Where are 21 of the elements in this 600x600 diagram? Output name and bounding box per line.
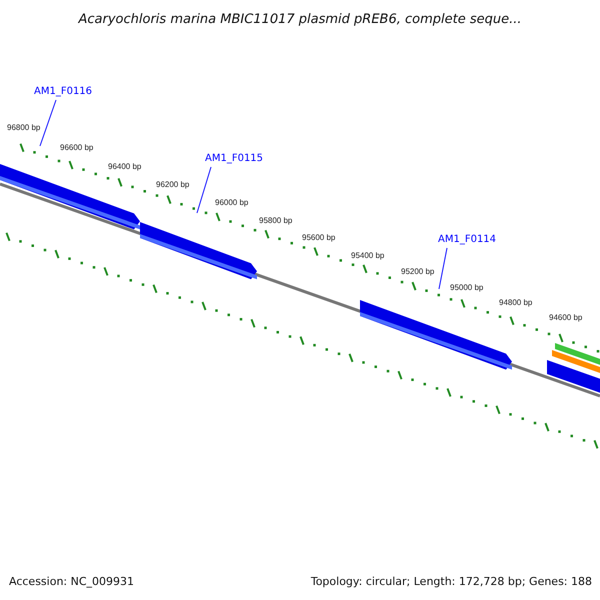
gene-label: AM1_F0116: [34, 84, 92, 99]
tick-label: 95200 bp: [401, 266, 434, 278]
gene-label: AM1_F0114: [438, 232, 496, 247]
tick-label: 96600 bp: [60, 142, 94, 154]
tick-label: 96000 bp: [215, 197, 248, 209]
tick-label: 96800 bp: [7, 122, 40, 134]
tick-label: 96200 bp: [156, 179, 190, 191]
gene-label: AM1_F0115: [205, 151, 264, 166]
tick-label: 94800 bp: [499, 297, 532, 309]
leader-line: [40, 100, 56, 146]
title: Acaryochloris marina MBIC11017 plasmid pREB6, complete seque...: [77, 11, 522, 29]
leader-line: [438, 248, 448, 290]
tick-label: 94600 bp: [549, 312, 582, 324]
topology-text: Topology: circular; Length: 172,728 bp; Genes: 188: [310, 574, 592, 590]
tick-label: 96400 bp: [108, 161, 142, 173]
accession-text: Accession: NC_009931: [9, 574, 134, 590]
tick-label: 95000 bp: [450, 282, 484, 294]
tick-label: 95600 bp: [302, 232, 336, 244]
leader-line: [196, 166, 212, 214]
tick-label: 95400 bp: [351, 250, 384, 262]
tick-label: 95800 bp: [259, 215, 292, 227]
